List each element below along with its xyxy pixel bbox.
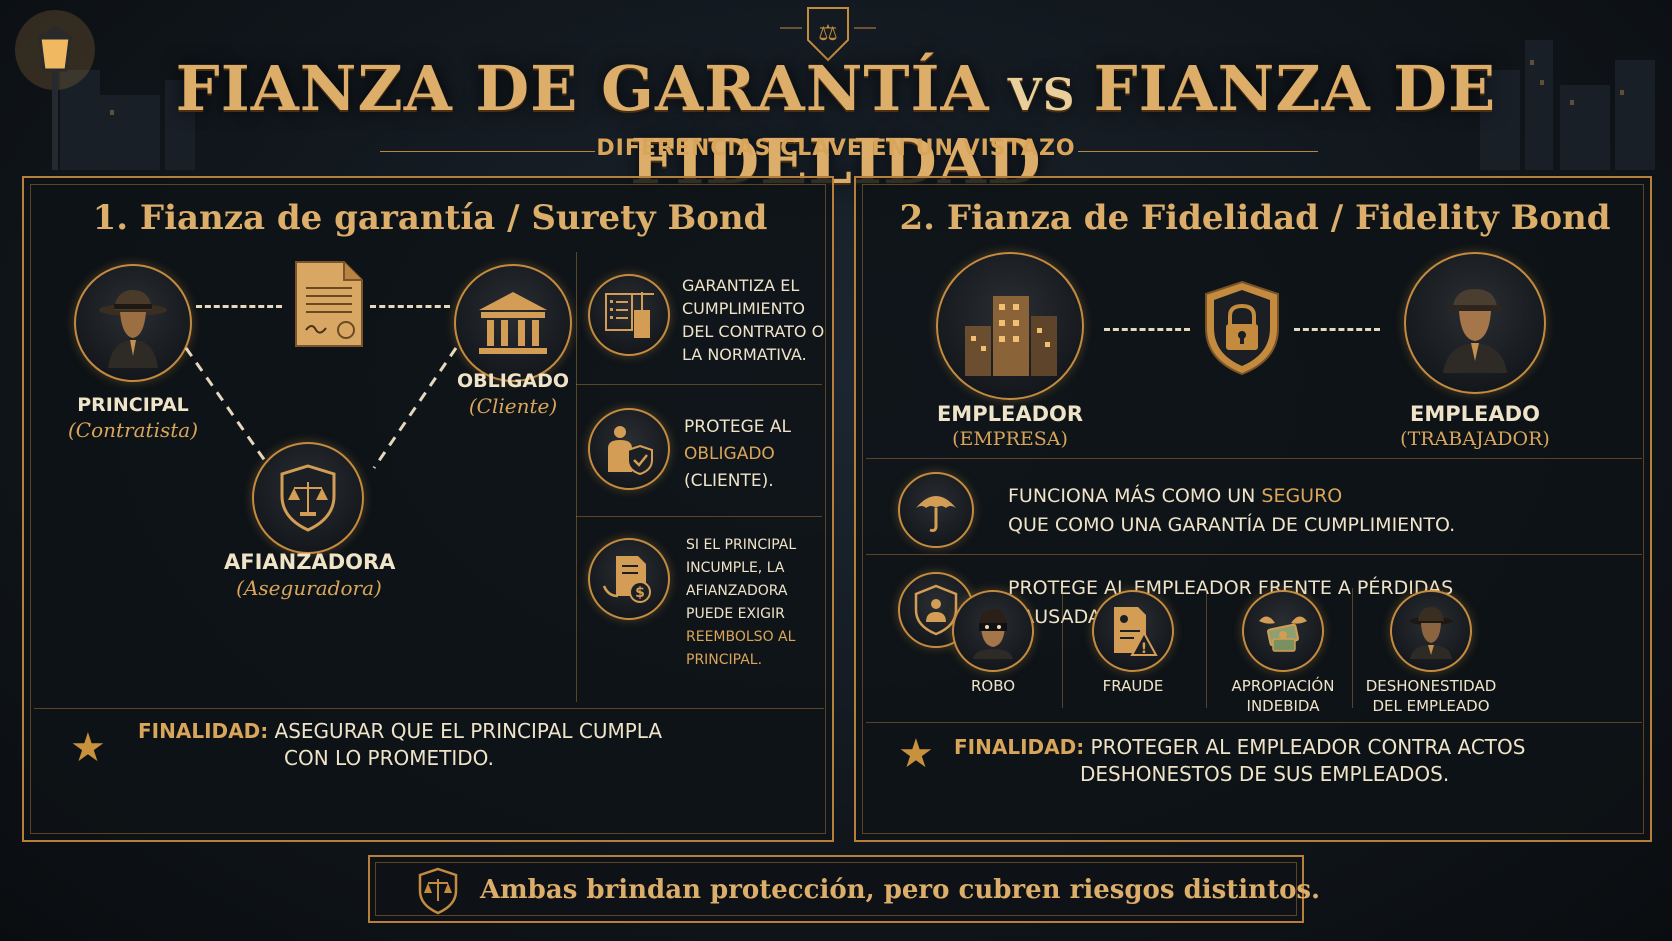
feature-compliance-text: GARANTIZA EL CUMPLIMIENTO DEL CONTRATO O… [682, 276, 825, 364]
obligado-sublabel: (Cliente) [468, 394, 558, 418]
shield-scales-icon [280, 464, 336, 532]
surety-panel-title: 1. Fianza de garantía / Surety Bond [92, 198, 768, 238]
afianzadora-sublabel: (Aseguradora) [236, 576, 382, 600]
feature-protect-line3: (CLIENTE). [684, 471, 774, 491]
subtitle-divider-right [1078, 151, 1318, 152]
feature-protect-line1: PROTEGE AL [684, 417, 791, 437]
fidelity-finalidad-line2: DESHONESTOS DE SUS EMPLEADOS. [1080, 762, 1450, 786]
fidelity-feature-insurance: FUNCIONA MÁS COMO UN SEGURO QUE COMO UNA… [1008, 482, 1628, 540]
footer-text: Ambas brindan protección, pero cubren ri… [480, 875, 1321, 905]
fidelity-finalidad: FINALIDAD: PROTEGER AL EMPLEADOR CONTRA … [954, 734, 1594, 788]
footer-banner: Ambas brindan protección, pero cubren ri… [368, 855, 1320, 923]
umbrella-icon [916, 496, 956, 532]
feature-protect-badge [588, 408, 670, 490]
fidelity-finalidad-line1: PROTEGER AL EMPLEADOR CONTRA ACTOS [1090, 735, 1526, 759]
surety-finalidad-line2: CON LO PROMETIDO. [284, 746, 494, 770]
fidelity-feature1-text: FUNCIONA MÁS COMO UN [1008, 485, 1256, 507]
fidelity-feature2-line1: PROTEGE AL EMPLEADOR FRENTE A PÉRDIDAS [1008, 577, 1454, 599]
empleador-label: EMPLEADOR [936, 402, 1084, 426]
flying-money-icon [1259, 616, 1307, 652]
fidelity-divider-2 [866, 554, 1642, 555]
shady-man-icon [1409, 607, 1453, 659]
feature-divider-2 [576, 516, 822, 517]
afianzadora-label: AFIANZADORA [224, 550, 396, 574]
obligado-label: OBLIGADO [456, 370, 570, 392]
risk-divider-2 [1206, 588, 1207, 708]
subtitle-divider-left [380, 151, 595, 152]
connector-document-obligado [370, 305, 450, 308]
contract-document-icon [292, 258, 366, 350]
connector-principal-document [196, 305, 282, 308]
feature-reimburse-line: SI EL PRINCIPAL INCUMPLE, LA AFIANZADORA… [686, 537, 797, 622]
principal-label: PRINCIPAL [77, 394, 189, 416]
title-left: FIANZA DE GARANTÍA [175, 52, 990, 125]
feature-reimburse-highlight: REEMBOLSO AL PRINCIPAL. [686, 629, 796, 668]
feature-compliance-badge [588, 274, 670, 356]
surety-finalidad: FINALIDAD: ASEGURAR QUE EL PRINCIPAL CUM… [138, 718, 778, 772]
fidelity-finalidad-divider [866, 722, 1642, 723]
empleado-label: EMPLEADO [1410, 402, 1540, 426]
fidelity-feature1-highlight: SEGURO [1261, 485, 1343, 507]
document-warning-icon: ! [1114, 607, 1158, 657]
surety-finalidad-label: FINALIDAD: [138, 719, 269, 743]
feature-divider-1 [576, 384, 822, 385]
empleador-sublabel: (EMPRESA) [952, 428, 1068, 450]
risk-fraude-label: FRAUDE [1102, 677, 1164, 695]
umbrella-badge [898, 472, 974, 548]
empleador-avatar [936, 252, 1084, 400]
page-subtitle: DIFERENCIAS CLAVE EN UN VISTAZO [596, 136, 1076, 161]
risk-robo-label: ROBO [970, 677, 1016, 695]
fidelity-divider-1 [866, 458, 1642, 459]
feature-protect-text: PROTEGE AL OBLIGADO (CLIENTE). [684, 414, 824, 495]
risk-deshonestidad-label: DESHONESTIDAD DEL EMPLEADO [1365, 677, 1497, 715]
surety-bond-panel: 1. Fianza de garantía / Surety Bond PRIN… [22, 176, 834, 842]
masked-thief-icon [973, 609, 1013, 659]
feature-reimburse-text: SI EL PRINCIPAL INCUMPLE, LA AFIANZADORA… [686, 534, 826, 672]
risk-divider-3 [1352, 588, 1353, 708]
courthouse-icon [479, 292, 547, 354]
detective-icon [99, 290, 167, 368]
fidelity-panel-title: 2. Fianza de Fidelidad / Fidelity Bond [899, 198, 1611, 238]
connector-lines-afianzadora [184, 347, 458, 469]
risk-apropiacion-badge [1242, 590, 1324, 672]
obligado-avatar [454, 264, 572, 382]
risk-apropiacion-label: APROPIACIÓN INDEBIDA [1231, 677, 1335, 715]
scales-shield-icon [418, 867, 458, 915]
person-shield-icon [608, 426, 653, 476]
connector-lock-empleado [1294, 328, 1380, 331]
feature-column-divider [576, 252, 577, 702]
star-icon: ★ [898, 731, 934, 777]
checklist-building-icon [605, 292, 654, 338]
fidelity-finalidad-label: FINALIDAD: [954, 735, 1085, 759]
feature-protect-highlight: OBLIGADO [684, 444, 775, 464]
office-building-icon [965, 296, 1057, 376]
principal-sublabel: (Contratista) [67, 418, 198, 442]
city-skyline-decoration: ⚖ [15, 7, 1655, 170]
fidelity-feature1-line2: QUE COMO UNA GARANTÍA DE CUMPLIMIENTO. [1008, 514, 1456, 536]
afianzadora-avatar [252, 442, 364, 554]
svg-text:!: ! [1141, 641, 1147, 657]
feature-reimburse-badge: $ [588, 538, 670, 620]
finalidad-divider [34, 708, 824, 709]
padlock-shield-icon [1200, 278, 1284, 378]
connector-empleador-lock [1104, 328, 1190, 331]
fidelity-bond-panel: 2. Fianza de Fidelidad / Fidelity Bond E… [854, 176, 1652, 842]
svg-text:$: $ [635, 585, 645, 601]
risk-fraude-badge: ! [1092, 590, 1174, 672]
risk-robo-badge [952, 590, 1034, 672]
svg-text:⚖: ⚖ [818, 21, 838, 46]
empleado-avatar [1404, 252, 1546, 394]
star-icon: ★ [70, 725, 106, 771]
risk-divider-1 [1062, 588, 1063, 708]
principal-avatar [74, 264, 192, 382]
empleado-sublabel: (TRABAJADOR) [1400, 428, 1550, 450]
surety-finalidad-line1: ASEGURAR QUE EL PRINCIPAL CUMPLA [274, 719, 663, 743]
risk-deshonestidad-badge [1390, 590, 1472, 672]
document-money-icon: $ [602, 556, 651, 603]
title-vs: VS [1007, 70, 1076, 121]
worker-man-icon [1443, 289, 1507, 373]
